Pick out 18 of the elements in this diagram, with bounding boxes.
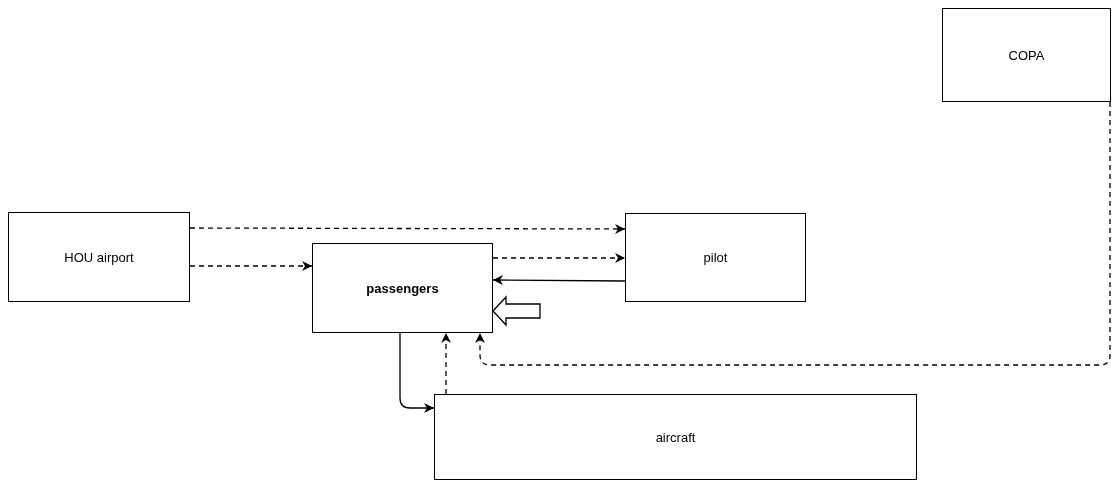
- node-label: COPA: [1008, 47, 1045, 63]
- process-box: [942, 8, 1111, 102]
- process-box: [434, 394, 917, 480]
- process-box: [312, 243, 493, 333]
- arrow: [492, 275, 626, 286]
- node-label: aircraft: [655, 429, 696, 445]
- arrow: [189, 224, 626, 234]
- node-label: pilot: [703, 250, 728, 265]
- arrow: [399, 332, 435, 413]
- process-box: [625, 213, 806, 302]
- arrow: [441, 332, 451, 395]
- process-box: [8, 212, 190, 302]
- arrow: [475, 101, 1111, 366]
- arrow: [492, 253, 626, 263]
- block-arrow: [492, 295, 541, 327]
- arrow: [189, 261, 313, 271]
- node-label: passengers: [366, 280, 439, 296]
- node-label: HOU airport: [64, 249, 134, 265]
